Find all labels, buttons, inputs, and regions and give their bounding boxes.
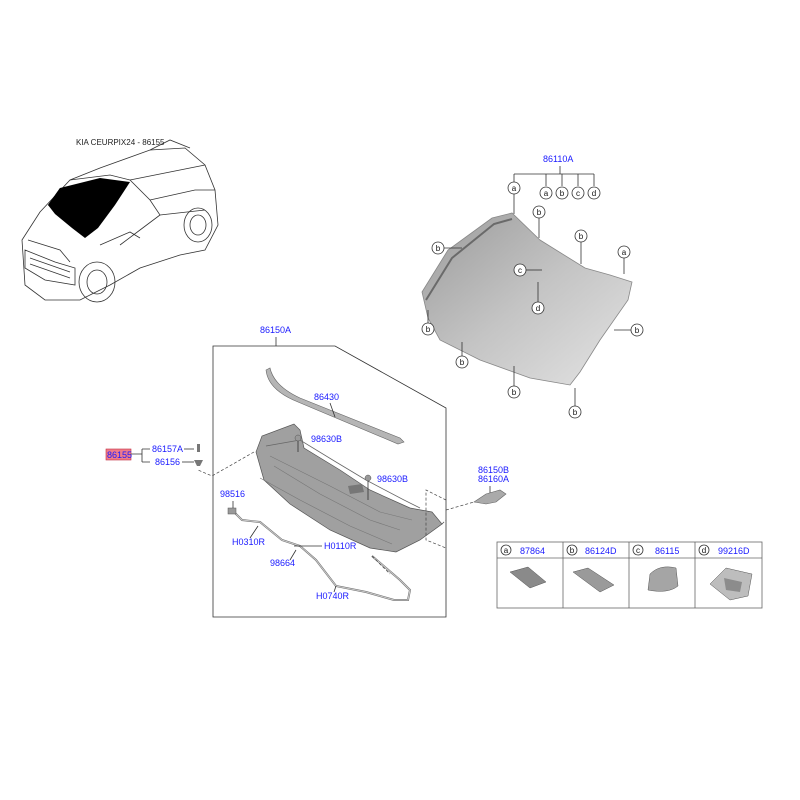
vehicle-caption: KIA CEURPIX24 - 86155	[76, 138, 165, 147]
callout-b: b	[574, 229, 588, 243]
part-98630B-left: 98630B	[311, 434, 342, 444]
svg-text:86124D: 86124D	[585, 546, 617, 556]
svg-text:a: a	[544, 189, 549, 198]
svg-text:d: d	[702, 546, 706, 555]
svg-text:b: b	[436, 244, 441, 253]
svg-text:d: d	[536, 304, 540, 313]
legend-a: a 87864	[500, 544, 547, 589]
svg-text:b: b	[537, 208, 542, 217]
part-98630B-right: 98630B	[377, 474, 408, 484]
part-86150B: 86150B	[478, 465, 509, 475]
part-H0310R: H0310R	[232, 537, 266, 547]
cowl-moulding	[265, 367, 405, 445]
svg-text:b: b	[512, 388, 517, 397]
svg-text:d: d	[592, 189, 596, 198]
svg-text:a: a	[504, 546, 509, 555]
legend-b: b 86124D	[566, 544, 617, 593]
svg-text:c: c	[636, 546, 640, 555]
callout-b: b	[455, 355, 469, 369]
part-H0740R: H0740R	[316, 591, 350, 601]
callout-b: b	[507, 385, 521, 399]
svg-text:c: c	[576, 189, 580, 198]
cowl-group-number: 86150A	[260, 325, 291, 335]
legend-table: a 87864 b 86124D c 86115 d 99216D	[496, 541, 763, 609]
callout-d: d	[531, 301, 545, 315]
windshield-group: 86110A a b b b a b b b	[421, 154, 644, 419]
part-86160A: 86160A	[478, 474, 509, 484]
callout-b: b	[630, 323, 644, 337]
svg-text:b: b	[460, 358, 465, 367]
callout-b: b	[555, 186, 569, 200]
svg-text:b: b	[573, 408, 578, 417]
callout-b: b	[431, 241, 445, 255]
svg-text:c: c	[518, 266, 522, 275]
svg-text:b: b	[426, 325, 431, 334]
callout-c: c	[571, 186, 585, 200]
cowl-group: 86150A 86430 98630B 98630B 98516 H0310R …	[197, 325, 447, 618]
vehicle-illustration: KIA CEURPIX24 - 86155	[21, 138, 219, 303]
part-86430: 86430	[314, 392, 339, 402]
part-98664: 98664	[270, 558, 295, 568]
windshield-glass	[421, 212, 633, 386]
part-H0110R: H0110R	[324, 541, 357, 551]
callout-c: c	[513, 263, 527, 277]
callout-b: b	[568, 405, 582, 419]
highlight-part-box[interactable]	[105, 448, 132, 461]
callout-a: a	[507, 181, 521, 195]
svg-text:a: a	[622, 248, 627, 257]
svg-text:b: b	[560, 189, 565, 198]
part-86157A: 86157A	[152, 444, 183, 454]
svg-text:86115: 86115	[655, 546, 679, 556]
part-86156: 86156	[155, 457, 180, 467]
legend-c: c 86115	[632, 544, 679, 592]
callout-a: a	[539, 186, 553, 200]
svg-text:b: b	[635, 326, 640, 335]
callout-a: a	[617, 245, 631, 259]
svg-text:a: a	[512, 184, 517, 193]
fastener-group: 86155 86157A 86156	[105, 444, 203, 467]
side-cover-group: 86150B 86160A	[445, 465, 509, 511]
svg-text:99216D: 99216D	[718, 546, 750, 556]
callout-b: b	[421, 322, 435, 336]
callout-b: b	[532, 205, 546, 219]
windshield-part-number: 86110A	[543, 154, 573, 164]
svg-text:b: b	[570, 546, 575, 555]
svg-text:87864: 87864	[520, 546, 545, 556]
windshield-highlight	[48, 178, 130, 238]
callout-d: d	[587, 186, 601, 200]
cowl-frame	[212, 345, 447, 618]
svg-text:b: b	[579, 232, 584, 241]
legend-d: d 99216D	[698, 544, 753, 601]
part-98516: 98516	[220, 489, 245, 499]
part-86155[interactable]: 86155	[107, 450, 132, 460]
